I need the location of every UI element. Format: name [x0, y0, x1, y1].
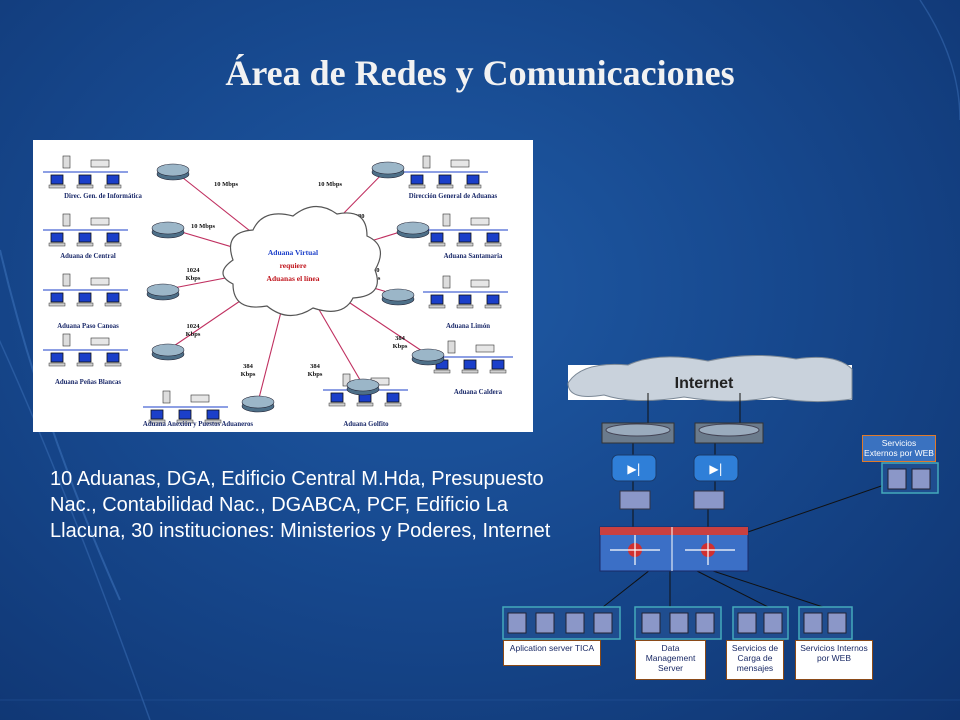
group-label-carga: Servicios de Carga de mensajes	[726, 640, 784, 680]
server-group-data	[634, 606, 722, 640]
cloud-line-2: requiere	[280, 261, 307, 270]
wan-cloud: Aduana Virtual requiere Aduanas el línea	[222, 205, 382, 317]
server-right	[693, 490, 725, 510]
router-icon	[156, 163, 190, 181]
wan-site	[43, 333, 128, 367]
svg-text:▶|: ▶|	[709, 462, 722, 476]
group-label-data: Data Management Server	[635, 640, 706, 680]
cloud-line-3: Aduanas el línea	[267, 274, 320, 283]
site-label: Aduana de Central	[60, 253, 116, 260]
wan-site	[43, 213, 128, 247]
router-icon	[371, 161, 405, 179]
router-icon	[411, 348, 445, 366]
site-label: Aduana Peñas Blancas	[55, 379, 121, 386]
router-icon	[381, 288, 415, 306]
core-switch	[599, 526, 749, 572]
link-speed-label: 10 Mbps	[191, 223, 215, 230]
site-label: Aduana Limón	[446, 323, 490, 330]
router-icon	[151, 221, 185, 239]
link-speed-label: 10 Mbps	[318, 181, 342, 188]
group-label-tica: Aplication server TICA	[503, 640, 601, 666]
link-speed-label: 10 Mbps	[214, 181, 238, 188]
wan-site	[423, 275, 508, 309]
site-label: Dirección General de Aduanas	[409, 193, 498, 200]
site-label: Aduana Paso Canoas	[57, 323, 119, 330]
router-left	[601, 422, 675, 444]
wan-site	[143, 390, 228, 424]
internet-label: Internet	[675, 375, 734, 392]
router-icon	[151, 343, 185, 361]
external-services-label: Servicios Externos por WEB	[862, 435, 936, 462]
page-title: Área de Redes y Comunicaciones	[225, 53, 735, 93]
server-group-tica	[502, 606, 621, 640]
datacenter-diagram: Internet ▶| ▶|	[502, 355, 939, 640]
site-label: Direc. Gen. de Informática	[64, 193, 142, 200]
router-right	[694, 422, 764, 444]
router-icon	[241, 395, 275, 413]
wan-site	[43, 155, 128, 189]
site-label: Aduana Golfito	[343, 421, 389, 428]
group-label-internos: Servicios Internos por WEB	[795, 640, 873, 680]
router-icon	[346, 378, 380, 396]
firewall-left: ▶|	[611, 454, 657, 482]
wan-site	[403, 155, 488, 189]
firewall-right: ▶|	[693, 454, 739, 482]
wan-site	[43, 273, 128, 307]
wan-site	[423, 213, 508, 247]
server-group-carga	[732, 606, 789, 640]
server-left	[619, 490, 651, 510]
svg-text:▶|: ▶|	[627, 462, 640, 476]
cloud-line-1: Aduana Virtual	[268, 248, 318, 257]
external-servers	[881, 462, 939, 494]
description-text: 10 Aduanas, DGA, Edificio Central M.Hda,…	[50, 468, 551, 542]
router-icon	[396, 221, 430, 239]
router-icon	[146, 283, 180, 301]
site-label: Aduana Anexión y Puestos Aduaneros	[143, 421, 254, 428]
site-label: Aduana Caldera	[454, 389, 503, 396]
server-group-internos	[798, 606, 853, 640]
site-label: Aduana Santamaria	[444, 253, 503, 260]
internet-cloud	[567, 355, 853, 403]
